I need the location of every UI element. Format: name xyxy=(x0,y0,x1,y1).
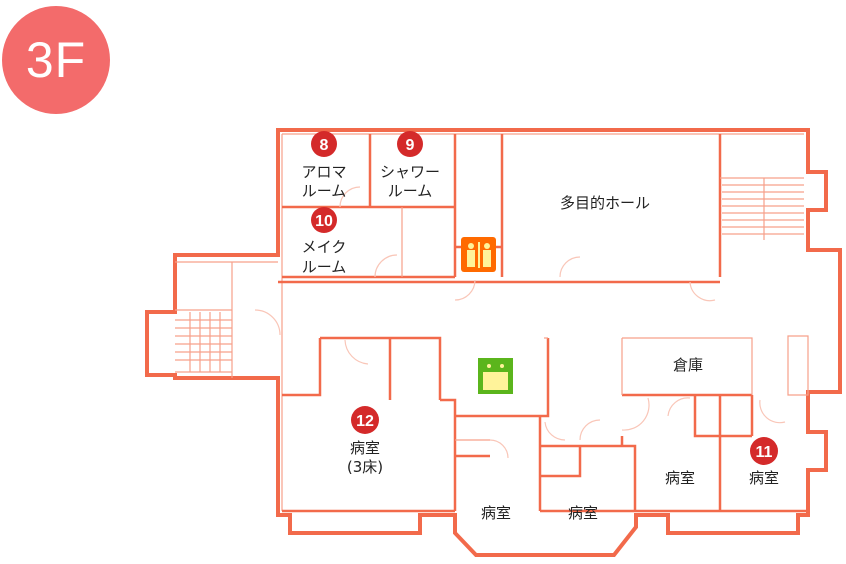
room-label: メイク xyxy=(302,238,347,256)
interior-walls xyxy=(175,134,809,513)
room-label: ルーム xyxy=(302,258,347,276)
room-ward-a[interactable]: 病室 xyxy=(481,504,511,522)
building-outline xyxy=(145,128,842,557)
room-label: ルーム xyxy=(302,182,347,200)
room-label: 病室 xyxy=(350,439,380,457)
room-number-marker xyxy=(750,437,778,465)
room-label: 病室 xyxy=(749,469,779,487)
room-ward-c[interactable]: 病室 xyxy=(665,469,695,487)
room-aroma[interactable]: 8 アロマ ルーム xyxy=(301,131,347,200)
room-hall[interactable]: 多目的ホール xyxy=(560,194,650,212)
room-number-marker xyxy=(397,131,423,157)
room-label: 病室 xyxy=(665,469,695,487)
room-label: 病室 xyxy=(481,504,511,522)
room-11[interactable]: 11 病室 xyxy=(749,437,779,487)
room-ward-b[interactable]: 病室 xyxy=(568,504,598,522)
room-number-marker xyxy=(311,131,337,157)
room-label: 病室 xyxy=(568,504,598,522)
doors xyxy=(254,186,786,459)
room-label: (3床) xyxy=(347,458,383,476)
room-label: 倉庫 xyxy=(673,356,703,374)
room-storage[interactable]: 倉庫 xyxy=(673,356,703,374)
room-label: アロマ xyxy=(301,163,346,181)
room-number: 11 xyxy=(756,444,773,461)
room-number: 10 xyxy=(315,213,333,230)
restroom-icon xyxy=(461,237,496,272)
room-number: 8 xyxy=(320,137,329,154)
room-number: 12 xyxy=(356,413,374,430)
floor-badge: 3F xyxy=(2,6,110,114)
room-shower[interactable]: 9 シャワー ルーム xyxy=(380,131,440,200)
room-label: 多目的ホール xyxy=(560,194,650,212)
room-label: シャワー xyxy=(380,163,440,181)
room-number: 9 xyxy=(406,137,415,154)
room-makeup[interactable]: 10 メイク ルーム xyxy=(302,207,347,276)
room-label: ルーム xyxy=(388,182,433,200)
room-number-marker xyxy=(311,207,337,233)
room-number-marker xyxy=(351,406,379,434)
room-12[interactable]: 12 病室 (3床) xyxy=(347,406,383,476)
lounge-icon xyxy=(478,358,513,394)
